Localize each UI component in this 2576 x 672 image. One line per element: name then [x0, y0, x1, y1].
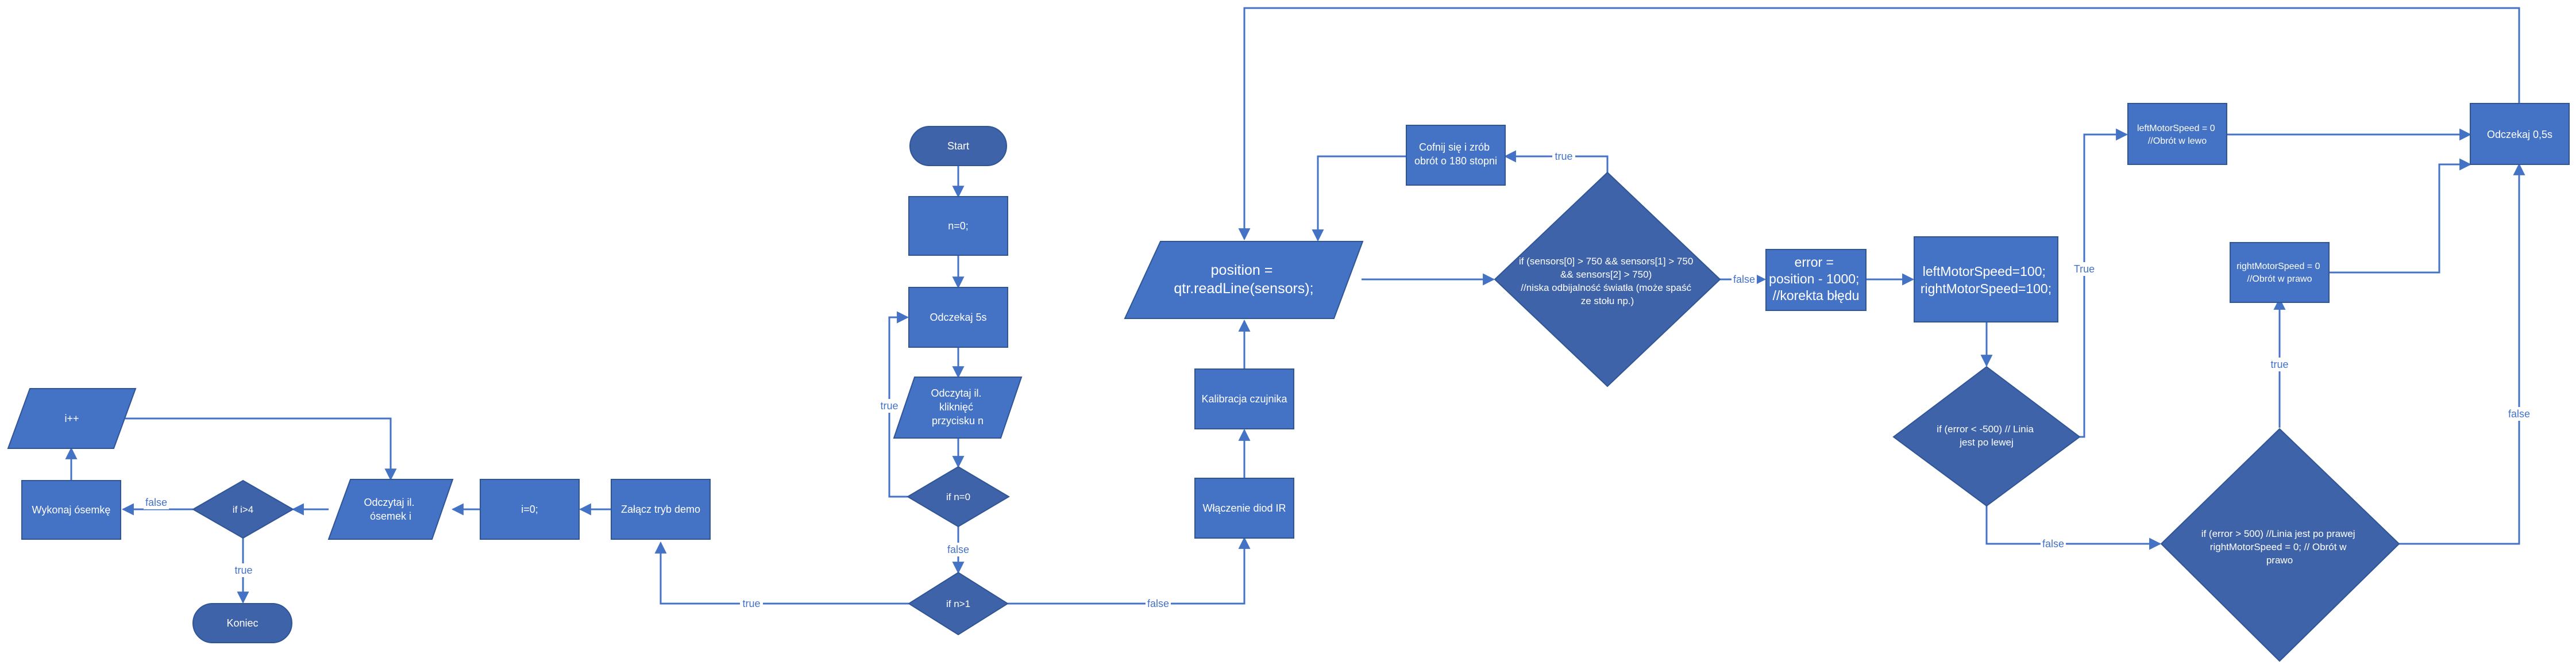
if-i4-decision	[191, 479, 295, 539]
if-err-pos-decision	[2160, 428, 2400, 662]
edge-if-err-neg-true	[2078, 128, 2128, 438]
speed100-label: leftMotorSpeed=100; rightMotorSpeed=100;	[1921, 264, 2051, 296]
turn-label: Cofnij się i zrób obrót o 180 stopni	[1414, 141, 1497, 167]
edge-i-inc-to-read-eights	[125, 417, 397, 481]
right0-process	[2230, 242, 2330, 303]
edge-label-errpos-false: false	[2508, 408, 2530, 420]
start-terminal	[909, 126, 1007, 166]
edge-label-n1-false: false	[1147, 598, 1169, 609]
right0-label: rightMotorSpeed = 0 //Obrót w prawo	[2236, 262, 2323, 284]
edge-label-errneg-false: false	[2042, 538, 2064, 550]
i-inc-label: i++	[64, 413, 79, 424]
edge-right0-to-wait05	[2328, 158, 2472, 274]
wait5-process	[908, 287, 1008, 348]
n-init-label: n=0;	[948, 220, 969, 232]
edge-turn-to-readline	[1312, 155, 1406, 242]
n-init-process	[908, 196, 1008, 256]
end-terminal	[192, 603, 292, 643]
demo-process	[611, 479, 711, 540]
edge-if-err-pos-false	[2399, 163, 2525, 545]
i-init-label: i=0;	[521, 504, 538, 515]
i-inc-io	[7, 388, 137, 449]
edge-if-n1-true	[654, 541, 909, 605]
demo-label: Załącz tryb demo	[621, 504, 700, 515]
if-n0-decision	[907, 466, 1010, 528]
edge-label-errneg-true: True	[2074, 263, 2095, 275]
if-n0-label: if n=0	[946, 491, 970, 502]
turn-process	[1406, 125, 1506, 186]
wait05-label: Odczekaj 0,5s	[2487, 129, 2552, 140]
error-label: error = position - 1000; //korekta błędu	[1769, 255, 1863, 303]
do-eight-process	[21, 480, 121, 540]
if-err-pos-label: if (error > 500) //Linia jest po prawej …	[2201, 528, 2358, 566]
calib-label: Kalibracja czujnika	[1201, 393, 1287, 405]
edge-label-n0-false: false	[947, 544, 969, 555]
read-clicks-io	[893, 377, 1023, 439]
left0-label: leftMotorSpeed = 0 //Obrót w lewo	[2137, 124, 2218, 146]
edge-if-sensors-true	[1503, 150, 1609, 172]
if-i4-label: if i>4	[233, 504, 253, 515]
readline-label: position = qtr.readLine(sensors);	[1174, 262, 1313, 297]
wait05-process	[2470, 103, 2570, 165]
read-eights-io	[327, 479, 454, 540]
do-eight-label: Wykonaj ósemkę	[32, 504, 111, 516]
left0-process	[2127, 103, 2227, 165]
end-label: Koniec	[226, 617, 258, 629]
readline-io	[1124, 241, 1364, 319]
edge-label-sensors-true: true	[1555, 151, 1572, 162]
ir-on-process	[1194, 478, 1294, 539]
if-sensors-label: if (sensors[0] > 750 && sensors[1] > 750…	[1519, 256, 1696, 306]
edge-if-err-neg-false	[1985, 506, 2162, 550]
edge-label-n1-true: true	[742, 598, 760, 609]
start-label: Start	[947, 140, 969, 152]
read-eights-label: Odczytaj il. ósemek i	[364, 497, 417, 522]
speed100-process	[1914, 236, 2058, 322]
edge-label-errpos-true: true	[2270, 359, 2288, 370]
edge-label-i4-false: false	[145, 497, 167, 508]
if-n1-label: if n>1	[946, 598, 970, 609]
i-init-process	[480, 479, 580, 540]
edge-if-n1-false	[1008, 536, 1251, 605]
read-clicks-label: Odczytaj il. kliknięć przycisku n	[931, 387, 984, 427]
edge-label-i4-true: true	[234, 565, 252, 576]
calib-process	[1194, 368, 1294, 429]
wait5-label: Odczekaj 5s	[930, 312, 986, 323]
if-n1-decision	[908, 571, 1009, 636]
if-err-neg-decision	[1892, 366, 2081, 507]
error-process	[1765, 249, 1867, 311]
edge-label-sensors-false: false	[1733, 274, 1755, 285]
if-sensors-decision	[1494, 171, 1721, 387]
edge-wait05-loop	[1238, 7, 2520, 241]
ir-on-label: Włączenie diod IR	[1202, 502, 1286, 514]
if-err-neg-label: if (error < -500) // Linia jest po lewej	[1937, 424, 2036, 448]
edge-label-n0-true: true	[880, 400, 898, 412]
